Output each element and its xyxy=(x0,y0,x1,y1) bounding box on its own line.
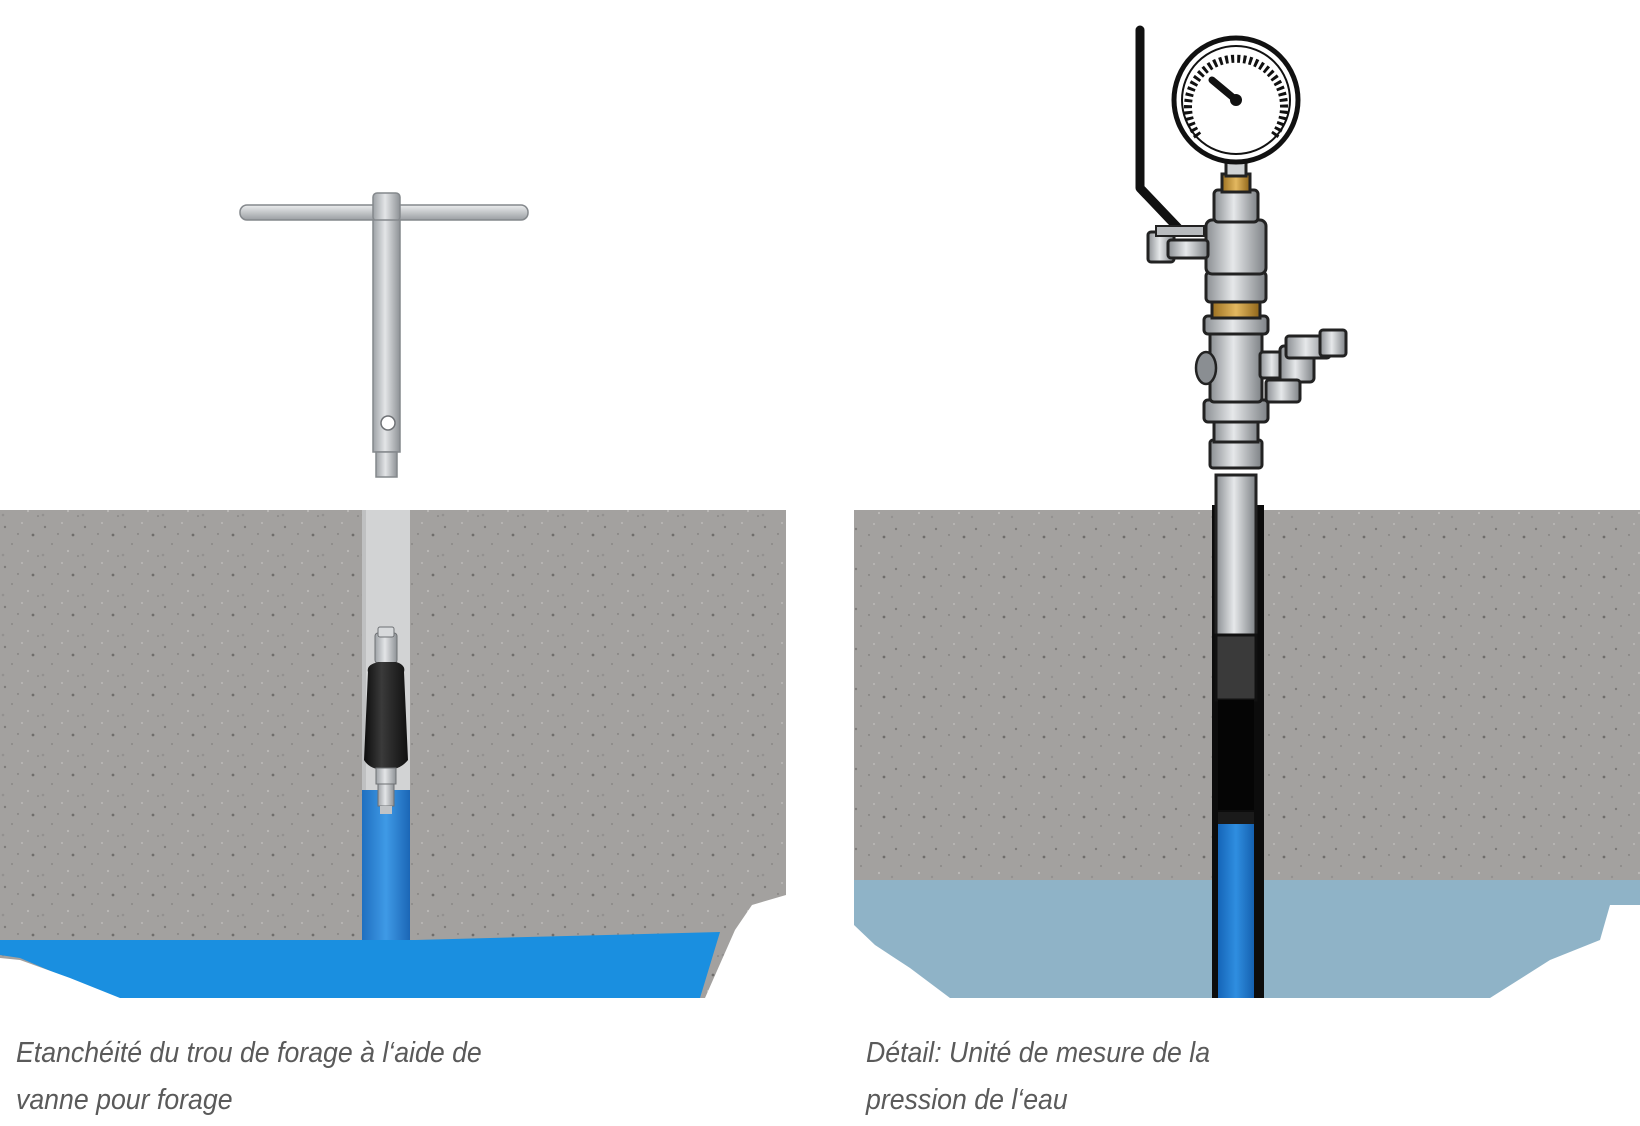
packer-plug-icon xyxy=(364,626,408,814)
drain-valve-icon[interactable] xyxy=(1258,328,1348,404)
caption-line-1: Etanchéité du trou de forage à l‘aide de xyxy=(16,1037,482,1069)
cavity-bottom-left xyxy=(0,958,120,998)
pressure-gauge-icon xyxy=(1171,35,1301,165)
measuring-tube xyxy=(1212,473,1264,998)
caption-line-2: pression de l‘eau xyxy=(866,1084,1068,1116)
water-column xyxy=(362,790,410,940)
caption-line-2: vanne pour forage xyxy=(16,1084,233,1116)
panel-borehole-sealing: Etanchéité du trou de forage à l‘aide de… xyxy=(0,0,790,1126)
panel-water-pressure-unit: Détail: Unité de mesure de la pression d… xyxy=(850,0,1640,1126)
caption-line-1: Détail: Unité de mesure de la xyxy=(866,1037,1211,1069)
caption-borehole-sealing: Etanchéité du trou de forage à l‘aide de… xyxy=(16,1030,531,1124)
pipe-fittings xyxy=(1194,158,1270,470)
ball-valve-icon[interactable] xyxy=(1135,25,1210,264)
water-column xyxy=(1218,823,1254,998)
water-cavity xyxy=(0,932,720,998)
t-wrench-icon xyxy=(239,192,529,478)
caption-water-pressure-unit: Détail: Unité de mesure de la pression d… xyxy=(866,1030,1381,1124)
water-pressure-unit-illustration xyxy=(854,25,1640,998)
borehole-sealing-illustration xyxy=(0,192,786,998)
